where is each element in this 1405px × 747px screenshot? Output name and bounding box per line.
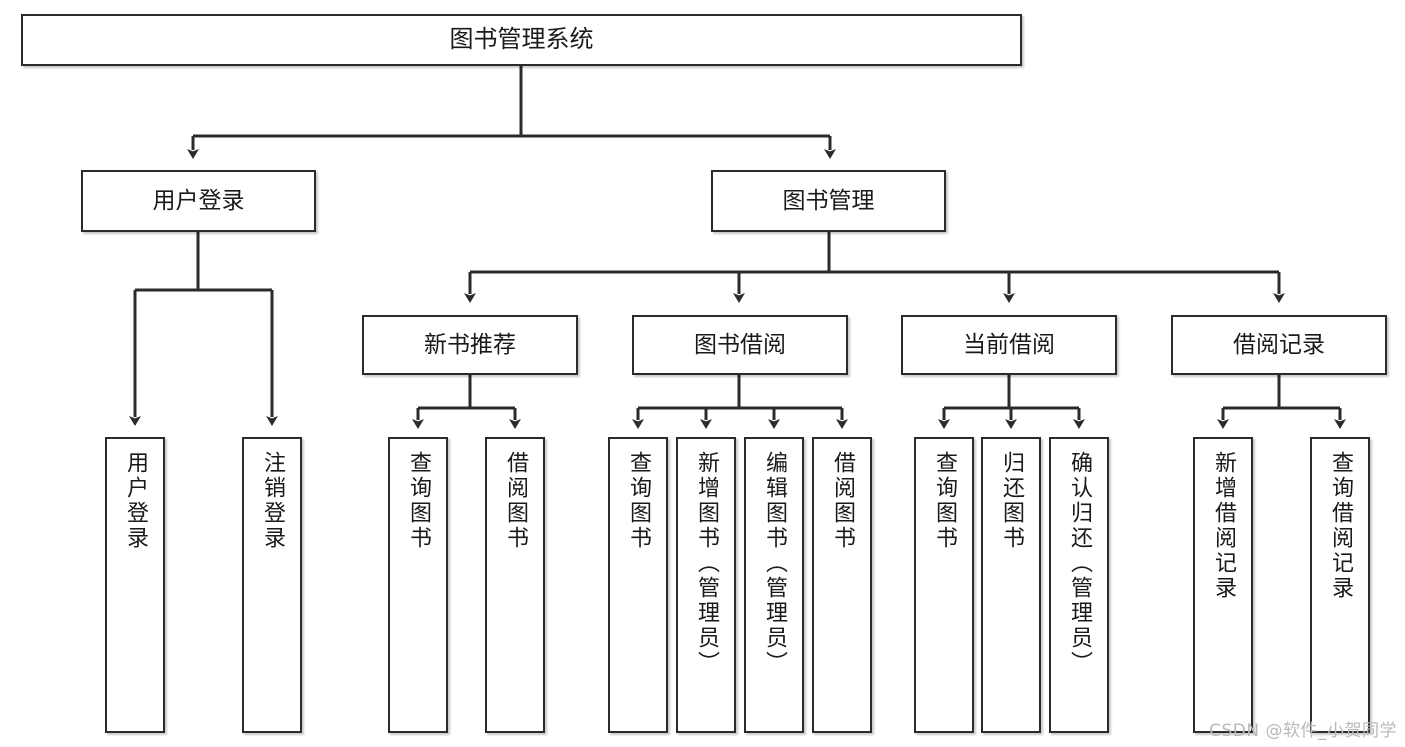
node-root[interactable]: 图书管理系统 bbox=[21, 14, 1022, 66]
node-book-manage[interactable]: 图书管理 bbox=[711, 170, 946, 232]
node-borrow-book[interactable]: 图书借阅 bbox=[632, 315, 848, 375]
leaf-borrowbook-add[interactable]: 新增图书（管理员） bbox=[676, 437, 736, 733]
leaf-borrowbook-query[interactable]: 查询图书 bbox=[608, 437, 668, 733]
leaf-record-add[interactable]: 新增借阅记录 bbox=[1193, 437, 1253, 733]
node-book-manage-label: 图书管理 bbox=[782, 187, 875, 214]
leaf-logout[interactable]: 注销登录 bbox=[242, 437, 302, 733]
leaf-current-return-label: 归还图书 bbox=[999, 451, 1024, 551]
leaf-borrowbook-borrow-label: 借阅图书 bbox=[830, 451, 855, 551]
leaf-newbook-query-label: 查询图书 bbox=[406, 451, 431, 551]
leaf-current-confirm[interactable]: 确认归还（管理员） bbox=[1049, 437, 1109, 733]
leaf-user-login-label: 用户登录 bbox=[123, 451, 148, 551]
leaf-record-add-label: 新增借阅记录 bbox=[1211, 451, 1236, 601]
leaf-user-login[interactable]: 用户登录 bbox=[105, 437, 165, 733]
leaf-borrowbook-edit-label: 编辑图书（管理员） bbox=[762, 451, 787, 676]
leaf-current-query-label: 查询图书 bbox=[932, 451, 957, 551]
watermark: CSDN @软件_小贺同学 bbox=[1209, 721, 1397, 741]
leaf-newbook-borrow[interactable]: 借阅图书 bbox=[485, 437, 545, 733]
leaf-record-query-label: 查询借阅记录 bbox=[1328, 451, 1353, 601]
leaf-borrowbook-add-label: 新增图书（管理员） bbox=[694, 451, 719, 676]
node-user-login[interactable]: 用户登录 bbox=[81, 170, 316, 232]
node-user-login-label: 用户登录 bbox=[152, 187, 245, 214]
leaf-current-query[interactable]: 查询图书 bbox=[914, 437, 974, 733]
node-current-borrow[interactable]: 当前借阅 bbox=[901, 315, 1117, 375]
leaf-record-query[interactable]: 查询借阅记录 bbox=[1310, 437, 1370, 733]
leaf-borrowbook-query-label: 查询图书 bbox=[626, 451, 651, 551]
node-borrow-book-label: 图书借阅 bbox=[694, 331, 786, 358]
leaf-newbook-query[interactable]: 查询图书 bbox=[388, 437, 448, 733]
node-borrow-record-label: 借阅记录 bbox=[1233, 331, 1325, 358]
leaf-current-return[interactable]: 归还图书 bbox=[981, 437, 1041, 733]
leaf-borrowbook-borrow[interactable]: 借阅图书 bbox=[812, 437, 872, 733]
leaf-borrowbook-edit[interactable]: 编辑图书（管理员） bbox=[744, 437, 804, 733]
node-root-label: 图书管理系统 bbox=[449, 25, 594, 54]
leaf-current-confirm-label: 确认归还（管理员） bbox=[1067, 451, 1092, 676]
node-new-book-label: 新书推荐 bbox=[424, 331, 516, 358]
leaf-newbook-borrow-label: 借阅图书 bbox=[503, 451, 528, 551]
node-borrow-record[interactable]: 借阅记录 bbox=[1171, 315, 1387, 375]
node-new-book[interactable]: 新书推荐 bbox=[362, 315, 578, 375]
node-current-borrow-label: 当前借阅 bbox=[963, 331, 1055, 358]
leaf-logout-label: 注销登录 bbox=[260, 451, 285, 551]
